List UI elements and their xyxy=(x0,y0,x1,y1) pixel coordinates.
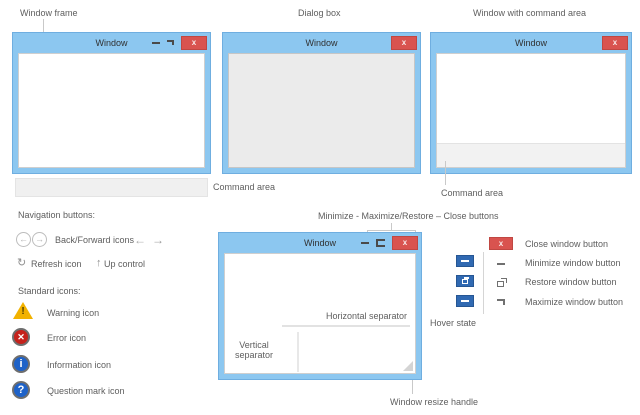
close-button[interactable]: x xyxy=(602,35,628,50)
close-button-label: Close window button xyxy=(525,239,609,249)
window-with-command-area-sample: Window x xyxy=(430,32,632,174)
titlebar[interactable]: Window x xyxy=(13,33,210,53)
back-arrow-glyph: ← xyxy=(19,234,28,244)
min-max-close-caption: Minimize - Maximize/Restore – Close butt… xyxy=(318,211,499,221)
back-forward-label: Back/Forward icons xyxy=(55,235,135,245)
close-icon: x xyxy=(401,37,407,47)
resize-grip-icon[interactable] xyxy=(403,361,413,371)
window-title: Window xyxy=(303,238,336,248)
resize-handle-label: Window resize handle xyxy=(390,397,479,407)
hover-state-label: Hover state xyxy=(430,318,477,328)
minimize-icon[interactable] xyxy=(361,241,369,244)
titlebar[interactable]: Window x xyxy=(223,33,420,53)
caption-window-with-command-area: Window with command area xyxy=(473,8,587,18)
maximize-icon[interactable] xyxy=(167,40,174,45)
warning-label: Warning icon xyxy=(47,308,100,318)
restore-glyph-icon xyxy=(497,278,507,287)
up-icon: ↑ xyxy=(96,257,102,269)
vertical-separator-label: Vertical separator xyxy=(234,340,274,360)
restore-hover-button[interactable] xyxy=(456,275,474,287)
titlebar[interactable]: Window x xyxy=(219,233,421,253)
window-content xyxy=(436,53,626,168)
restore-icon[interactable] xyxy=(376,238,385,247)
vertical-separator xyxy=(297,332,299,372)
warning-glyph: ! xyxy=(21,306,25,317)
close-button[interactable]: x xyxy=(392,235,418,250)
back-arrow-icon: ← xyxy=(134,233,146,247)
window-content xyxy=(18,53,205,168)
question-glyph: ? xyxy=(17,383,25,396)
window-title: Window xyxy=(305,38,338,48)
minimize-button-label: Minimize window button xyxy=(525,258,621,268)
command-area-strip xyxy=(437,143,625,167)
window-content xyxy=(224,253,416,374)
command-area-label: Command area xyxy=(213,182,276,192)
error-glyph: ✕ xyxy=(17,331,25,342)
refresh-icon: ↻ xyxy=(17,257,27,269)
window-frame-sample: Window x xyxy=(12,32,211,174)
close-button[interactable]: x xyxy=(181,35,207,50)
minimize-hover-button[interactable] xyxy=(456,255,474,267)
maximize-button-label: Maximize window button xyxy=(525,297,624,307)
caption-dialog-box: Dialog box xyxy=(298,8,341,18)
information-label: Information icon xyxy=(47,360,112,370)
command-area-bar xyxy=(15,178,208,197)
warning-icon: ! xyxy=(13,302,33,319)
horizontal-separator-label: Horizontal separator xyxy=(326,311,408,321)
up-control-label: Up control xyxy=(104,259,146,269)
close-button[interactable]: x xyxy=(391,35,417,50)
close-icon: x xyxy=(498,238,504,248)
forward-arrow-glyph: → xyxy=(35,234,44,244)
leader-line xyxy=(412,380,413,394)
leader-line xyxy=(445,161,446,185)
error-icon: ✕ xyxy=(12,328,30,346)
minimize-icon[interactable] xyxy=(152,41,160,44)
restore-button-label: Restore window button xyxy=(525,277,617,287)
minimize-glyph-icon xyxy=(497,263,505,265)
information-icon: i xyxy=(12,355,30,373)
information-glyph: i xyxy=(19,357,23,370)
close-icon: x xyxy=(612,37,618,47)
leader-line xyxy=(391,223,392,230)
maximize-glyph-icon xyxy=(497,299,505,305)
close-button-sample[interactable]: x xyxy=(489,237,513,250)
close-icon: x xyxy=(402,237,408,247)
caption-window-frame: Window frame xyxy=(20,8,78,18)
horizontal-separator xyxy=(282,325,410,327)
error-label: Error icon xyxy=(47,333,87,343)
window-title: Window xyxy=(514,38,547,48)
window-title: Window xyxy=(95,38,128,48)
maximize-hover-button[interactable] xyxy=(456,295,474,307)
restore-icon xyxy=(462,276,469,284)
navigation-buttons-heading: Navigation buttons: xyxy=(18,210,96,220)
question-mark-label: Question mark icon xyxy=(47,386,125,396)
leader-line xyxy=(367,230,416,231)
question-mark-icon: ? xyxy=(12,381,30,399)
leader-line xyxy=(43,19,44,35)
forward-circle-icon: → xyxy=(32,232,47,247)
maximize-icon xyxy=(461,300,469,302)
dialog-content xyxy=(228,53,415,168)
forward-arrow-icon: → xyxy=(152,233,164,247)
refresh-label: Refresh icon xyxy=(31,259,82,269)
minimize-icon xyxy=(461,260,469,262)
back-circle-icon: ← xyxy=(16,232,31,247)
titlebar[interactable]: Window x xyxy=(431,33,631,53)
standard-icons-heading: Standard icons: xyxy=(18,286,81,296)
legend-divider xyxy=(483,252,484,314)
close-icon: x xyxy=(191,37,197,47)
command-area-label: Command area xyxy=(441,188,504,198)
dialog-box-sample: Window x xyxy=(222,32,421,174)
demo-window: Window x xyxy=(218,232,422,380)
